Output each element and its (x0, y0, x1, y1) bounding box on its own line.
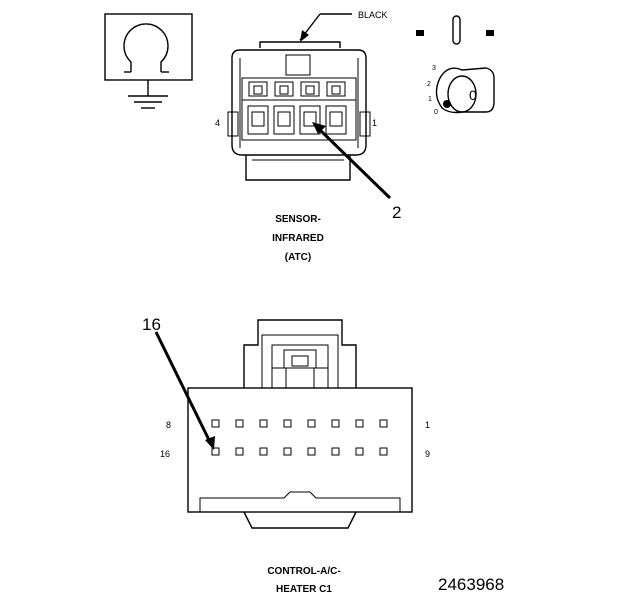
black-color-label: BLACK (358, 10, 388, 20)
control-row2-right-pin: 9 (425, 449, 430, 459)
control-terminal (211, 447, 220, 456)
key-position-1: 1 (428, 96, 432, 103)
control-caption-line-1: CONTROL-A/C- (267, 566, 340, 577)
control-terminal (355, 447, 364, 456)
sensor-pin-label-right: 1 (372, 118, 377, 128)
ignition-key-icon: 0 (416, 15, 495, 114)
control-terminal (259, 419, 268, 428)
sensor-connector (227, 41, 371, 181)
callout-pin-16: 16 (142, 315, 161, 334)
key-position-2: 2 (427, 81, 431, 88)
svg-text:0: 0 (469, 87, 477, 103)
control-terminals (211, 419, 388, 456)
control-terminal (331, 419, 340, 428)
control-terminal (307, 447, 316, 456)
key-position-3: 3 (432, 65, 436, 72)
ohm-meter-ground-icon (104, 13, 193, 109)
callout-arrow-pin-16 (154, 331, 215, 450)
sensor-terminal (325, 81, 347, 135)
control-terminal (283, 447, 292, 456)
callout-pin-2: 2 (392, 203, 401, 222)
control-terminal (235, 419, 244, 428)
control-terminal (379, 419, 388, 428)
control-terminal (211, 419, 220, 428)
sensor-caption-line-1: SENSOR- (275, 214, 321, 225)
sensor-caption-line-2: INFRARED (272, 233, 324, 244)
control-caption-line-2: HEATER C1 (276, 584, 332, 595)
sensor-terminals (247, 81, 347, 135)
control-terminal (379, 447, 388, 456)
control-connector (187, 319, 413, 529)
sensor-terminal (247, 81, 269, 135)
control-terminal (331, 447, 340, 456)
black-color-leader (299, 13, 352, 42)
control-row1-right-pin: 1 (425, 420, 430, 430)
callout-arrow-pin-2 (312, 122, 392, 200)
figure-id: 2463968 (438, 575, 504, 594)
control-terminal (283, 419, 292, 428)
control-terminal (307, 419, 316, 428)
sensor-caption-line-3: (ATC) (285, 252, 311, 263)
control-row2-left-pin: 16 (160, 449, 170, 459)
control-terminal (355, 419, 364, 428)
sensor-pin-label-left: 4 (215, 118, 220, 128)
control-terminal (235, 447, 244, 456)
control-terminal (259, 447, 268, 456)
control-row1-left-pin: 8 (166, 420, 171, 430)
sensor-terminal (273, 81, 295, 135)
key-position-0: 0 (434, 109, 438, 116)
